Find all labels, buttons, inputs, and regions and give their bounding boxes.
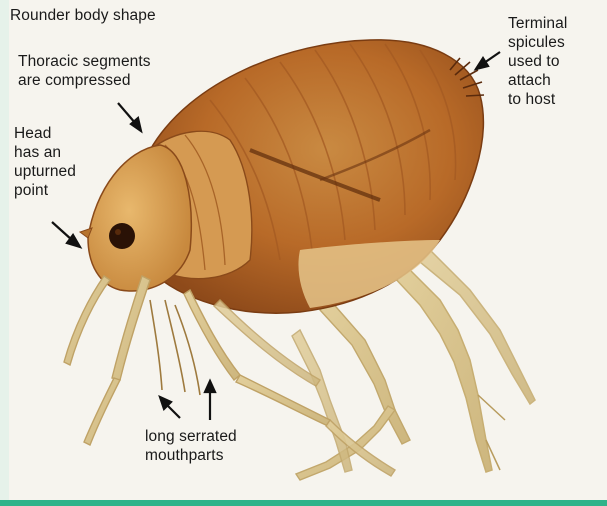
label-terminal-spicules: Terminal spicules used to attach to host [508,14,567,109]
label-head: Head has an upturned point [14,124,76,200]
arrow-mouthparts-right [205,381,215,420]
mid-leg [292,300,410,480]
mouthparts [150,300,200,395]
label-thoracic-segments: Thoracic segments are compressed [18,52,151,90]
eye-icon [109,223,135,249]
arrow-mouthparts-left [160,397,180,418]
bottom-edge-band [0,500,607,506]
arrow-spicules [476,52,500,69]
head [80,145,191,291]
label-mouthparts: long serrated mouthparts [145,427,237,465]
arrow-thoracic [118,103,141,131]
left-edge-band [0,0,9,506]
hind-leg [392,250,535,472]
arrow-head [52,222,80,247]
label-body-shape: Rounder body shape [10,6,156,25]
